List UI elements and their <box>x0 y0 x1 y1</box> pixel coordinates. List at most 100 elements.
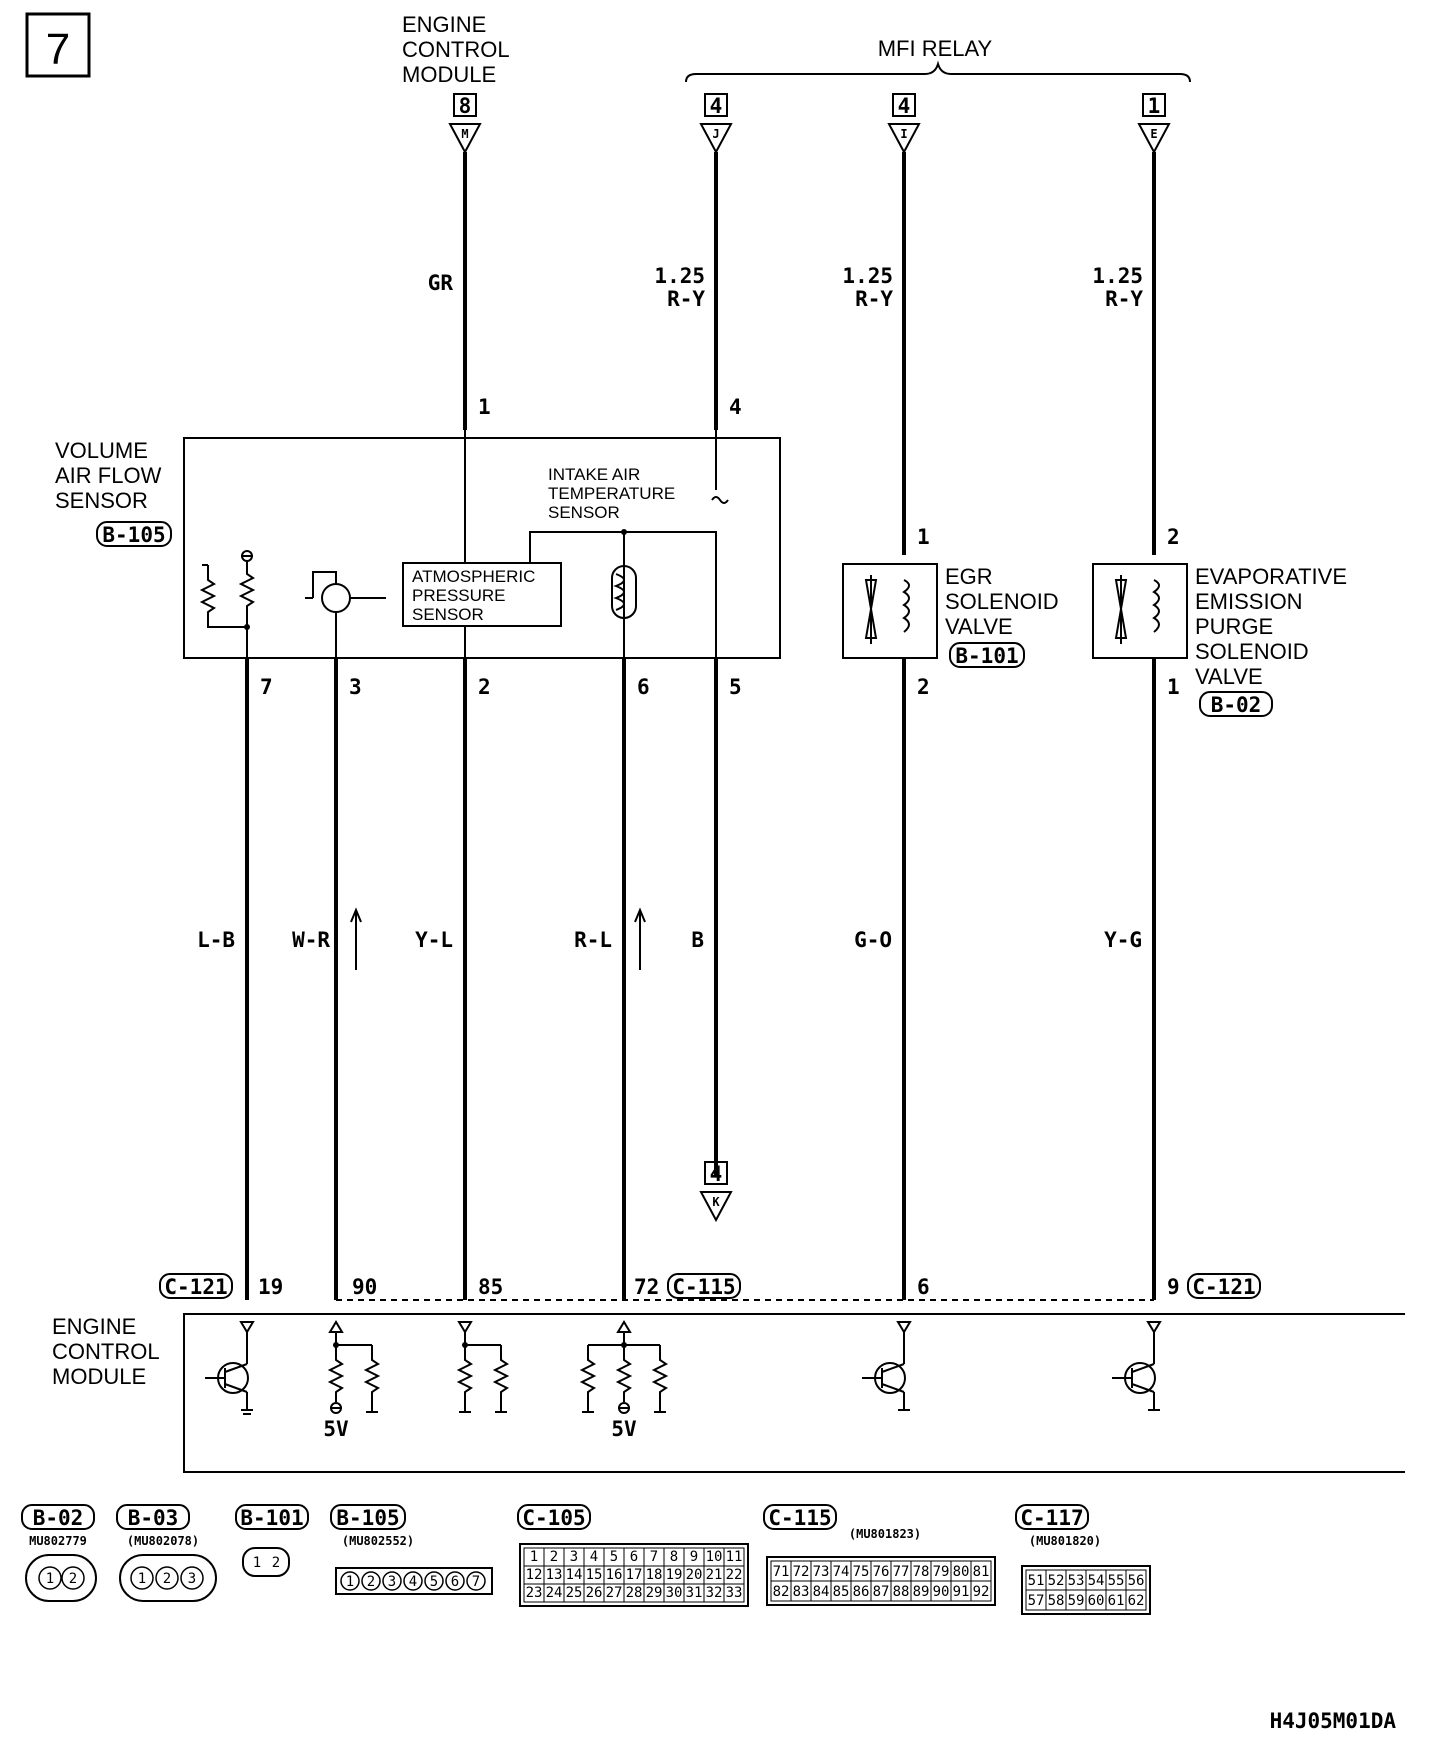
legend-c105-cell-label: 4 <box>590 1549 598 1565</box>
legend-c115-part: (MU801823) <box>849 1527 921 1541</box>
connector-k: 4 K <box>699 1161 733 1223</box>
legend-b03-pin3: 3 <box>188 1571 196 1587</box>
wire-color-yl: Y-L <box>415 928 453 952</box>
legend-b105-pin: 5 <box>430 1574 438 1590</box>
legend-c105-cell-label: 11 <box>726 1549 743 1565</box>
ecm-pin-6: 6 <box>917 1275 930 1299</box>
egr-solenoid-valve: EGR SOLENOID VALVE B-101 1 2 <box>842 525 1059 699</box>
legend-b105-pin: 4 <box>409 1574 417 1590</box>
evap-title-line4: SOLENOID <box>1195 639 1309 664</box>
ecm-pin-90: 90 <box>352 1275 377 1299</box>
ecm-title-line3: MODULE <box>52 1364 146 1389</box>
legend-c117-cell-label: 61 <box>1108 1593 1125 1609</box>
legend-c117-cell-label: 54 <box>1088 1573 1105 1589</box>
legend-b105-pin-circle <box>403 1571 423 1591</box>
legend-c105-cell-label: 21 <box>706 1567 723 1583</box>
legend-c115-cell-label: 87 <box>873 1584 890 1600</box>
ecm-conn-mid: C-115 <box>672 1275 735 1299</box>
connector-m: 8 M <box>448 93 482 155</box>
atmos-line2: PRESSURE <box>412 586 506 605</box>
evap-pin-2: 2 <box>1167 525 1180 549</box>
legend-c105-outline <box>519 1543 749 1607</box>
legend-c105-cell-label: 31 <box>686 1585 703 1601</box>
evap-title-line3: PURGE <box>1195 614 1273 639</box>
ecm-title-line2: CONTROL <box>52 1339 160 1364</box>
wire-color-wr: W-R <box>292 928 330 952</box>
legend-c117-cell-label: 52 <box>1048 1573 1065 1589</box>
legend-c105-cell-label: 18 <box>646 1567 663 1583</box>
legend-c115-cell <box>970 1580 992 1602</box>
legend-c105-cell-label: 32 <box>706 1585 723 1601</box>
legend-c105-cell-label: 16 <box>606 1567 623 1583</box>
vaf-pin-2: 2 <box>478 675 491 699</box>
vaf-pin-7: 7 <box>260 675 273 699</box>
wire-color-lb: L-B <box>197 928 235 952</box>
evap-pin-1: 1 <box>1167 675 1180 699</box>
legend-b105-pin-circle <box>424 1571 444 1591</box>
legend-c117-cell-label: 56 <box>1128 1573 1145 1589</box>
legend-c117-code: C-117 <box>1020 1506 1083 1530</box>
legend-b105-pin-circle <box>466 1571 486 1591</box>
legend-c117-cell-label: 55 <box>1108 1573 1125 1589</box>
atmos-line1: ATMOSPHERIC <box>412 567 535 586</box>
legend-c105-cell-label: 20 <box>686 1567 703 1583</box>
wire-color-yg: Y-G <box>1104 928 1142 952</box>
legend-c105-cell-label: 7 <box>650 1549 658 1565</box>
legend-b105-pin: 1 <box>346 1574 354 1590</box>
legend-c105-cell-label: 15 <box>586 1567 603 1583</box>
vaf-pin-1: 1 <box>478 395 491 419</box>
drawing-code: H4J05M01DA <box>1270 1709 1397 1733</box>
legend-b02-code: B-02 <box>33 1506 84 1530</box>
legend-b03-pin1: 1 <box>138 1571 146 1587</box>
vaf-pin-6: 6 <box>637 675 650 699</box>
legend-c105-cell-label: 2 <box>550 1549 558 1565</box>
connector-k-num: 4 <box>710 1162 723 1186</box>
legend-b03-pin2: 2 <box>163 1571 171 1587</box>
legend-c105-cell-label: 30 <box>666 1585 683 1601</box>
connector-e: 1 E <box>1137 93 1171 155</box>
legend-c115-cell-label: 82 <box>773 1584 790 1600</box>
top-ecm-label-line1: ENGINE <box>402 12 486 37</box>
legend-b02: B-02 MU802779 1 2 <box>21 1504 97 1602</box>
legend-b101: B-101 1 2 <box>235 1504 309 1577</box>
legend-c105-cell-label: 1 <box>530 1549 538 1565</box>
legend-c117-cell <box>1125 1589 1147 1611</box>
connector-e-letter: E <box>1150 127 1157 141</box>
legend-c105-cell-label: 13 <box>546 1567 563 1583</box>
legend-b105-part: (MU802552) <box>342 1534 414 1548</box>
legend-c115-cell-label: 74 <box>833 1564 850 1580</box>
ecm-title-line1: ENGINE <box>52 1314 136 1339</box>
wire-size-3: 1.25 <box>1092 264 1143 288</box>
legend-c117-cell-label: 51 <box>1028 1573 1045 1589</box>
legend-c115-cell-label: 85 <box>833 1584 850 1600</box>
wire-color-rl: R-L <box>574 928 612 952</box>
wire-color-gr: GR <box>428 271 454 295</box>
legend-b105-pin-circle <box>445 1571 465 1591</box>
legend-c115-cell-label: 72 <box>793 1564 810 1580</box>
legend-c117-part: (MU801820) <box>1029 1534 1101 1548</box>
egr-title-line2: SOLENOID <box>945 589 1059 614</box>
legend-c105-cell <box>723 1583 745 1603</box>
egr-code: B-101 <box>955 644 1018 668</box>
legend-c105-cell-label: 5 <box>610 1549 618 1565</box>
connector-k-letter: K <box>712 1195 720 1209</box>
legend-b02-pin1: 1 <box>46 1571 54 1587</box>
vaf-pin-4: 4 <box>729 395 742 419</box>
legend-c105-code: C-105 <box>522 1506 585 1530</box>
legend-b101-code: B-101 <box>240 1506 303 1530</box>
page-number-box: 7 <box>25 12 91 78</box>
connector-e-num: 1 <box>1148 94 1161 118</box>
legend-c115-cell-label: 75 <box>853 1564 870 1580</box>
ecm-5v-2: 5V <box>611 1417 637 1441</box>
connector-i-num: 4 <box>898 94 911 118</box>
legend-c105-cell-label: 29 <box>646 1585 663 1601</box>
legend-c115-cell-label: 88 <box>893 1584 910 1600</box>
legend-c115-cell-label: 76 <box>873 1564 890 1580</box>
vaf-code: B-105 <box>102 523 165 547</box>
legend-c115-cell-label: 80 <box>953 1564 970 1580</box>
